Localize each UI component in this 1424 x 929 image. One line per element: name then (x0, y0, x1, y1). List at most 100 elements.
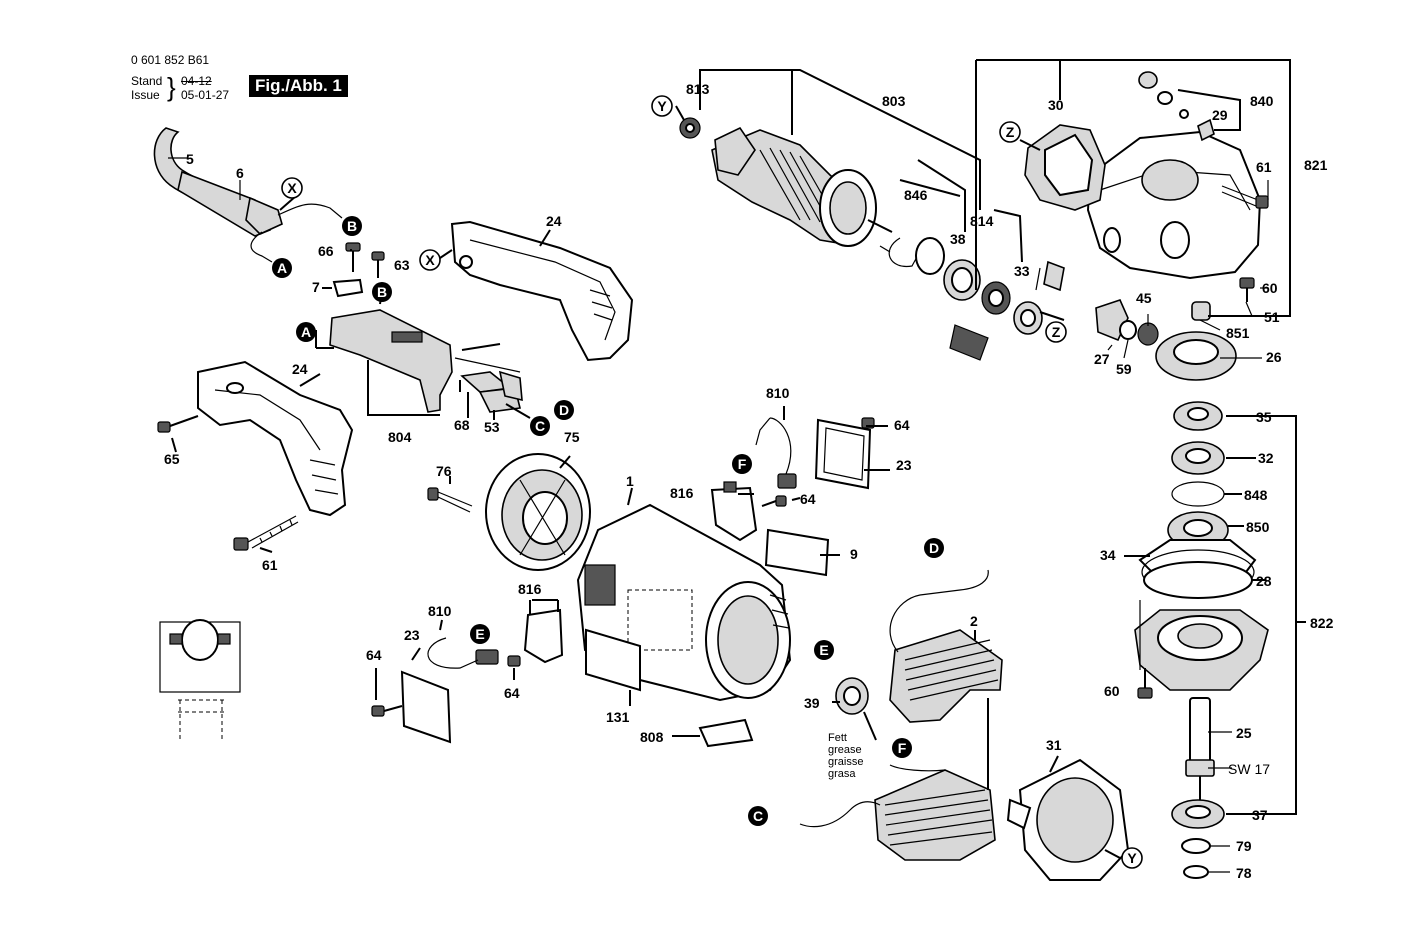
bearing-part-37 (1171, 799, 1225, 829)
label-9: 9 (850, 546, 858, 562)
connector-a-badge: A (272, 258, 292, 278)
svg-text:B: B (347, 218, 357, 234)
label-25: 25 (1236, 725, 1252, 741)
label-51: 51 (1264, 309, 1280, 325)
connector-c-badge-2: C (748, 806, 768, 826)
label-808: 808 (640, 729, 664, 745)
housing-shell-part-24-lower (197, 360, 354, 517)
svg-text:F: F (738, 456, 747, 472)
sleeve-part-51 (1191, 301, 1211, 321)
screw-part-65 (157, 415, 199, 433)
part-labels: 5 6 66 63 7 24 24 65 61 804 68 53 76 75 … (164, 81, 1334, 881)
housing-shell-part-24-upper (450, 220, 634, 362)
label-64-top: 64 (894, 417, 910, 433)
label-30: 30 (1048, 97, 1064, 113)
screw-part-61-right (1221, 185, 1269, 209)
label-804: 804 (388, 429, 412, 445)
label-66: 66 (318, 243, 334, 259)
screw-part-64-upper (761, 495, 787, 507)
label-813: 813 (686, 81, 710, 97)
label-6: 6 (236, 165, 244, 181)
label-131: 131 (606, 709, 630, 725)
label-53: 53 (484, 419, 500, 435)
bearing-part-38 (943, 259, 981, 301)
label-68: 68 (454, 417, 470, 433)
svg-text:D: D (559, 402, 569, 418)
label-65: 65 (164, 451, 180, 467)
ring-part-78 (1183, 865, 1209, 879)
label-61-left: 61 (262, 557, 278, 573)
connector-x-badge: X (281, 177, 303, 199)
connector-b-badge-2: B (372, 282, 392, 302)
brace: } (167, 72, 176, 102)
connector-z-badge-2: Z (1045, 321, 1067, 343)
label-37: 37 (1252, 807, 1268, 823)
label-76: 76 (436, 463, 452, 479)
connector-badges: A A B B C C D D E E F F X X Y Y Z Z (272, 95, 1143, 869)
svg-text:Z: Z (1052, 324, 1061, 340)
field-coil-part-2 (889, 569, 1003, 723)
armature-part-803 (711, 126, 893, 247)
screw-part-60-lower (1137, 668, 1153, 699)
label-sw17: SW 17 (1228, 761, 1270, 777)
issue-label: Issue (131, 88, 160, 102)
svg-text:D: D (929, 540, 939, 556)
end-cap-part-75 (485, 453, 591, 571)
connector-c-badge: C (530, 416, 550, 436)
label-2: 2 (970, 613, 978, 629)
label-78: 78 (1236, 865, 1252, 881)
label-810-lower: 810 (428, 603, 452, 619)
grease-note-line-1: Fett (828, 732, 847, 744)
label-63: 63 (394, 257, 410, 273)
label-821: 821 (1304, 157, 1328, 173)
screw-part-76 (427, 487, 473, 513)
washer-part-79 (1181, 838, 1211, 854)
nameplate-part-9 (764, 528, 830, 577)
bearing-part-33 (1013, 260, 1065, 335)
label-75: 75 (564, 429, 580, 445)
label-822: 822 (1310, 615, 1334, 631)
label-5: 5 (186, 151, 194, 167)
label-34: 34 (1100, 547, 1116, 563)
screw-part-61-left (233, 515, 299, 551)
label-28: 28 (1256, 573, 1272, 589)
wiring-schematic (159, 619, 241, 740)
grease-note: Fett grease graisse grasa (828, 732, 863, 780)
connector-y-badge: Y (651, 95, 673, 117)
connector-e-badge: E (470, 624, 490, 644)
label-59: 59 (1116, 361, 1132, 377)
label-840: 840 (1250, 93, 1274, 109)
label-29: 29 (1212, 107, 1228, 123)
label-1: 1 (626, 473, 634, 489)
stand-label: Stand (131, 74, 163, 88)
svg-text:Y: Y (1127, 850, 1137, 866)
svg-text:F: F (898, 740, 907, 756)
bearing-flange-part-822 (1134, 609, 1269, 691)
label-32: 32 (1258, 450, 1274, 466)
label-810-upper: 810 (766, 385, 790, 401)
spindle-part-25 (1185, 697, 1215, 800)
screw-part-64-lower (507, 655, 521, 667)
label-26: 26 (1266, 349, 1282, 365)
label-64-lower: 64 (504, 685, 520, 701)
svg-text:C: C (535, 418, 545, 434)
connector-f-badge-2: F (892, 738, 912, 758)
label-60-lower: 60 (1104, 683, 1120, 699)
label-part-808 (698, 718, 754, 748)
label-79: 79 (1236, 838, 1252, 854)
connector-e-badge-2: E (814, 640, 834, 660)
bearing-part-35 (1173, 401, 1223, 431)
connector-x-badge-2: X (419, 249, 441, 271)
label-7: 7 (312, 279, 320, 295)
power-cable-part-5 (153, 127, 343, 263)
cover-part-23-lower (400, 670, 452, 744)
brush-holder-part-816-lower (427, 608, 564, 669)
label-64-left: 64 (366, 647, 382, 663)
connector-b-badge: B (342, 216, 362, 236)
label-814: 814 (970, 213, 994, 229)
label-848: 848 (1244, 487, 1268, 503)
svg-text:X: X (287, 180, 297, 196)
label-816-lower: 816 (518, 581, 542, 597)
stand-value: 04-12 (181, 74, 212, 88)
label-39: 39 (804, 695, 820, 711)
